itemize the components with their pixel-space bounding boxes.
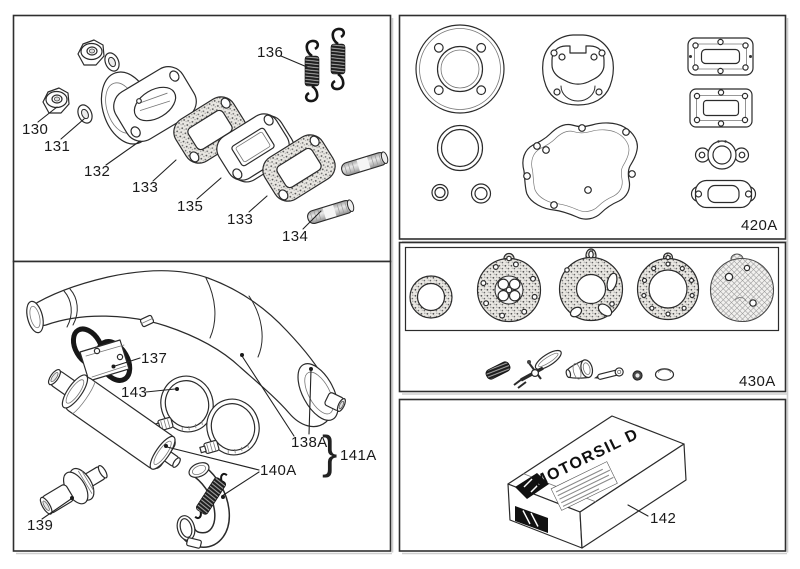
panel-code-420a: 420A: [741, 217, 778, 234]
callout-131: 131: [44, 138, 71, 155]
exhaust-leader-lines: [41, 355, 312, 520]
reed-gasket-b-illustration: [689, 88, 753, 128]
callout-140a: 140A: [260, 462, 297, 479]
silencer-illustration: [47, 368, 181, 470]
elbow-pipe-140a-illustration: [176, 462, 231, 549]
cylinder-base-gasket-illustration: [542, 34, 614, 106]
kit-pin-illustration: [593, 367, 624, 380]
manifold-flange-illustration: [100, 66, 197, 145]
callout-143: 143: [121, 384, 148, 401]
mount-clamp-137-illustration: [70, 326, 133, 383]
callout-133b: 133: [227, 211, 254, 228]
exhaust-gasket-illustration: [690, 179, 757, 209]
callout-138a: 138A: [291, 434, 328, 451]
exhaust-system-view: [26, 270, 346, 549]
manifold-leader-lines: [37, 55, 322, 230]
reed-gasket-a-illustration: [687, 37, 754, 76]
box-side-face: [579, 443, 687, 549]
kit-lever-illustration: [513, 349, 562, 389]
kit-grommet-illustration: [632, 370, 643, 381]
o-rings-illustration: [431, 124, 492, 204]
callout-135: 135: [177, 198, 204, 215]
callout-141a: 141A: [340, 447, 377, 464]
manifold-exploded-view: [37, 27, 390, 230]
callout-139: 139: [27, 517, 54, 534]
kit-ring-gasket-illustration: [409, 275, 453, 319]
kit-diaphragm-illustration: [476, 252, 542, 323]
group-brace: }: [322, 426, 338, 478]
kit-screen-disc-illustration: [709, 253, 775, 323]
box-fine-print: [550, 461, 618, 511]
crankcase-gasket-illustration: [522, 122, 638, 220]
callout-134: 134: [282, 228, 309, 245]
carb-repair-kit-view: [404, 246, 780, 389]
callout-136: 136: [257, 44, 284, 61]
kit-disc-illustration: [654, 368, 675, 381]
kit-pump-gasket-illustration: [558, 248, 624, 322]
brand-logo-end: [515, 506, 548, 533]
callout-142: 142: [650, 510, 677, 527]
panel-code-430a: 430A: [739, 373, 776, 390]
callout-132: 132: [84, 163, 111, 180]
brand-logo-top: [515, 473, 549, 499]
callout-133a: 133: [132, 179, 159, 196]
head-gasket-illustration: [415, 24, 505, 114]
kit-needle-valve-illustration: [565, 359, 594, 380]
sealant-box-view: [507, 415, 687, 549]
expansion-chamber-illustration: [26, 270, 346, 428]
callout-130: 130: [22, 121, 49, 138]
carb-flange-gasket-illustration: [694, 140, 750, 170]
gasket-set-view: [415, 24, 757, 220]
kit-large-ring-illustration: [636, 252, 700, 321]
kit-spring-illustration: [485, 361, 511, 380]
silencer-mount-139-illustration: [39, 464, 108, 515]
callout-137: 137: [141, 350, 168, 367]
